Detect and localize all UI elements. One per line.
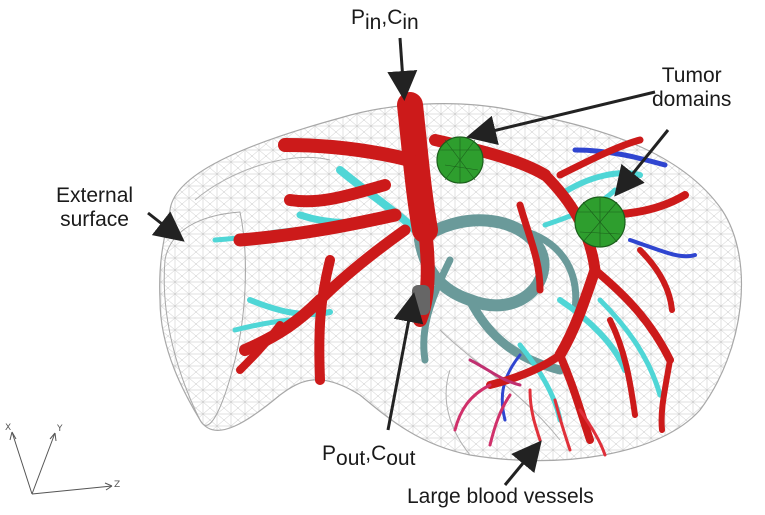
tumor-label-line1: Tumor (661, 64, 722, 87)
inlet-c: C (387, 6, 403, 29)
coordinate-axes (9, 431, 113, 495)
inlet-label: Pin,Cin (351, 6, 419, 33)
external-label-line2: surface (60, 208, 129, 231)
outlet-label: Pout,Cout (322, 442, 415, 469)
external-surface-mesh (159, 103, 743, 462)
external-surface-arrow (147, 211, 185, 242)
external-label-line1: External (56, 184, 134, 207)
vessels-label: Large blood vessels (407, 485, 594, 509)
y-axis-label: Y (57, 424, 63, 434)
outlet-vessel (412, 285, 430, 315)
vessels-label-text: Large blood vessels (407, 485, 594, 508)
tumor-domains (436, 136, 626, 248)
inlet-p-sub: in (365, 11, 382, 34)
inlet-sep: , (381, 6, 388, 29)
z-axis-line (31, 485, 113, 495)
tumor-label-line2: domains (652, 88, 732, 111)
x-axis-label: X (5, 423, 12, 433)
inlet-p: P (351, 6, 366, 29)
outlet-c-sub: out (386, 447, 416, 470)
x-axis-line (11, 431, 33, 495)
thin-vessel-tree (453, 358, 607, 457)
blue-vessel-tree (500, 147, 697, 422)
vessels-arrow (503, 440, 542, 486)
tumor-label: Tumor domains (652, 64, 731, 112)
y-axis-line (31, 432, 56, 495)
tumor-arrow-1 (466, 90, 656, 145)
inlet-arrow (387, 37, 418, 101)
outlet-c: C (371, 442, 387, 465)
outlet-p: P (322, 442, 337, 465)
tumor-arrow-2 (614, 129, 670, 197)
external-surface-label: External surface (56, 184, 133, 232)
z-axis-label: Z (114, 480, 121, 490)
outlet-arrow (386, 292, 424, 431)
annotation-arrows (147, 37, 670, 486)
inlet-c-sub: in (402, 11, 419, 34)
outlet-sep: , (365, 442, 372, 465)
outlet-p-sub: out (336, 447, 366, 470)
